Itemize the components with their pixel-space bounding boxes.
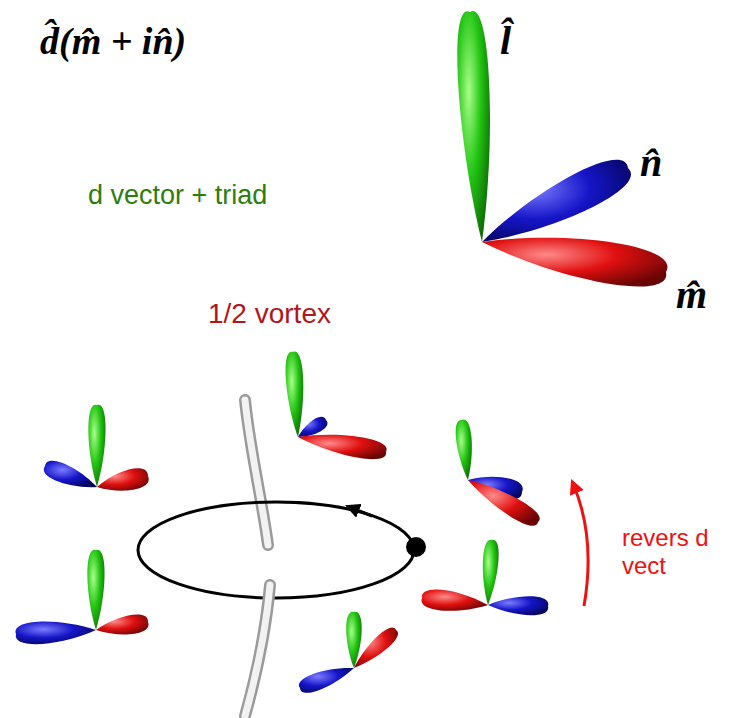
orbital-lobe xyxy=(456,420,472,480)
loop-arrow xyxy=(352,508,372,516)
orbital-lobe xyxy=(421,589,488,610)
orbital-lobe xyxy=(468,480,540,526)
orbital-lobe xyxy=(286,352,304,437)
orbital-lobe xyxy=(354,628,398,668)
order-parameter-formula: d̂(m̂ + in̂) xyxy=(40,20,186,64)
orbital-lobe xyxy=(298,417,327,437)
vortex-line xyxy=(245,585,270,716)
axis-label: m̂ xyxy=(676,272,707,318)
reversal-arrow xyxy=(574,486,588,606)
orbital-lobe xyxy=(299,668,354,693)
vortex-line xyxy=(245,585,270,716)
orbital-lobe xyxy=(97,468,149,490)
axis-label: n̂ xyxy=(640,140,662,186)
start-dot xyxy=(406,537,426,557)
orbital-lobe xyxy=(16,621,96,644)
orbital-lobe xyxy=(44,461,97,488)
orbital-lobe xyxy=(483,540,499,605)
triad-caption: d vector + triad xyxy=(88,180,267,211)
orbital-lobe xyxy=(87,550,104,630)
reversal-note: revers d vect xyxy=(622,524,718,579)
orbital-lobe xyxy=(88,405,105,487)
orbital-lobe xyxy=(298,435,387,459)
orbital-lobe xyxy=(482,160,631,242)
vortex-caption: 1/2 vortex xyxy=(208,298,331,330)
vortex-line xyxy=(245,400,268,545)
vortex-line xyxy=(245,400,268,545)
orbital-lobe xyxy=(488,596,548,615)
axis-label: l̂ xyxy=(500,18,511,64)
orbital-lobe xyxy=(96,614,149,634)
circulation-loop xyxy=(138,502,414,598)
orbital-lobe xyxy=(482,238,667,287)
orbital-lobe xyxy=(457,11,490,242)
